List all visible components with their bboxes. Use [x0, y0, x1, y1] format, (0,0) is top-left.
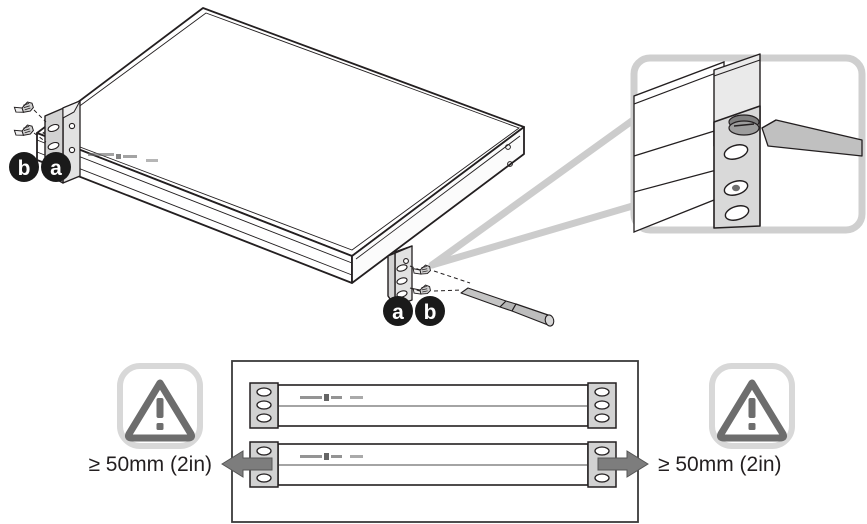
clearance-arrow-right [597, 450, 649, 478]
detail-screwdriver [761, 119, 863, 157]
detail-callout-box [630, 53, 866, 234]
right-clearance-label: ≥ 50mm (2in) [658, 453, 782, 476]
rack-post [633, 61, 725, 233]
left-callout-badge-a: a [41, 152, 71, 182]
left-bracket-screws [13, 100, 35, 139]
isometric-device [36, 7, 525, 284]
badge-letter-a-left: a [50, 157, 62, 180]
detail-screw [728, 114, 760, 136]
right-bracket-screws [412, 263, 432, 297]
badge-letter-b-right: b [424, 301, 437, 324]
detail-bracket-plate [713, 105, 761, 229]
left-clearance-label: ≥ 50mm (2in) [88, 453, 212, 476]
right-callout-badge-b: b [415, 296, 445, 326]
clearance-device-upper [249, 382, 617, 429]
badge-letter-b-left: b [18, 157, 31, 180]
right-warning-icon-group [709, 363, 795, 449]
right-bracket-slots [396, 264, 408, 298]
callout-leader-lines [428, 114, 640, 269]
left-bracket-group: b a [9, 100, 82, 184]
badge-letter-a-right: a [392, 301, 404, 324]
left-callout-badge-b: b [9, 152, 39, 182]
right-bracket-group: a b [383, 245, 471, 326]
clearance-arrow-left [221, 450, 273, 478]
right-callout-badge-a: a [383, 296, 413, 326]
clearance-panel [221, 360, 649, 523]
left-warning-icon-group [117, 363, 203, 449]
device-brand-mark [88, 153, 158, 162]
clearance-device-lower [249, 441, 617, 488]
screwdriver-icon [460, 287, 555, 327]
